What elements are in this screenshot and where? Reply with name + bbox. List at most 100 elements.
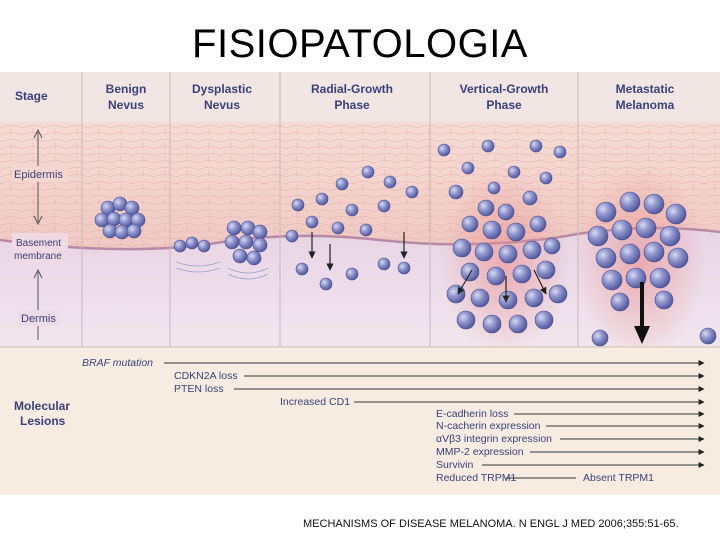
melanocyte-cell bbox=[296, 263, 308, 275]
stage-header-line2: Nevus bbox=[108, 98, 144, 112]
melanocyte-cell bbox=[406, 186, 418, 198]
melanocyte-cell bbox=[554, 146, 566, 158]
melanocyte-cell bbox=[530, 140, 542, 152]
melanocyte-cell bbox=[596, 202, 616, 222]
melanocyte-cell bbox=[186, 237, 198, 249]
slide-title: FISIOPATOLOGIA bbox=[0, 22, 720, 67]
molecular-lesions-heading-line1: Molecular bbox=[14, 399, 70, 413]
melanocyte-cell bbox=[438, 144, 450, 156]
melanocyte-cell bbox=[612, 220, 632, 240]
melanocyte-cell bbox=[360, 224, 372, 236]
melanocyte-cell bbox=[507, 223, 525, 241]
melanocyte-cell bbox=[668, 248, 688, 268]
melanocyte-cell bbox=[362, 166, 374, 178]
melanocyte-cell bbox=[247, 251, 261, 265]
melanocyte-cell bbox=[253, 238, 267, 252]
melanoma-progression-figure: Stage Benign Nevus Dysplastic Nevus Radi… bbox=[0, 72, 720, 495]
melanocyte-cell bbox=[346, 204, 358, 216]
stage-header-line1: Benign bbox=[106, 82, 147, 96]
lesion-label: E-cadherin loss bbox=[436, 408, 508, 420]
lesion-label: Increased CD1 bbox=[280, 396, 350, 408]
melanocyte-cell bbox=[700, 328, 716, 344]
melanocyte-cell bbox=[346, 268, 358, 280]
melanocyte-cell bbox=[457, 311, 475, 329]
stage-header-line2: Melanoma bbox=[616, 98, 675, 112]
melanocyte-cell bbox=[644, 242, 664, 262]
melanocyte-cell bbox=[499, 245, 517, 263]
melanocyte-cell bbox=[225, 235, 239, 249]
stage-header-line1: Vertical-Growth bbox=[460, 82, 549, 96]
melanocyte-cell bbox=[475, 243, 493, 261]
melanocyte-cell bbox=[620, 244, 640, 264]
melanocyte-cell bbox=[487, 267, 505, 285]
melanocyte-cell bbox=[636, 218, 656, 238]
stage-header-line1: Radial-Growth bbox=[311, 82, 393, 96]
melanocyte-cell bbox=[483, 221, 501, 239]
lesion-label: CDKN2A loss bbox=[174, 370, 238, 382]
melanocyte-cell bbox=[523, 241, 541, 259]
melanocyte-cell bbox=[253, 225, 267, 239]
melanocyte-cell bbox=[461, 263, 479, 281]
molecular-lesions-heading-line2: Lesions bbox=[20, 414, 66, 428]
melanocyte-cell bbox=[611, 293, 629, 311]
melanocyte-cell bbox=[523, 191, 537, 205]
lesion-label: Reduced TRPM1 bbox=[436, 472, 517, 484]
melanocyte-cell bbox=[306, 216, 318, 228]
melanocyte-cell bbox=[498, 204, 514, 220]
melanocyte-cell bbox=[320, 278, 332, 290]
melanocyte-cell bbox=[336, 178, 348, 190]
stage-header-band bbox=[0, 72, 720, 122]
melanocyte-cell bbox=[537, 261, 555, 279]
melanocyte-cell bbox=[488, 182, 500, 194]
basement-label-line2: membrane bbox=[14, 251, 62, 262]
melanocyte-cell bbox=[227, 221, 241, 235]
melanocyte-cell bbox=[198, 240, 210, 252]
melanocyte-cell bbox=[602, 270, 622, 290]
melanocyte-cell bbox=[525, 289, 543, 307]
melanocyte-cell bbox=[644, 194, 664, 214]
melanocyte-cell bbox=[483, 315, 501, 333]
melanocyte-cell bbox=[513, 265, 531, 283]
melanocyte-cell bbox=[592, 330, 608, 346]
lesion-label: Absent TRPM1 bbox=[583, 472, 654, 484]
melanocyte-cell bbox=[650, 268, 670, 288]
melanocyte-cell bbox=[292, 199, 304, 211]
melanocyte-cell bbox=[596, 248, 616, 268]
melanocyte-cell bbox=[233, 249, 247, 263]
stage-header-line1: Dysplastic bbox=[192, 82, 252, 96]
dermis-label: Dermis bbox=[21, 313, 56, 325]
melanocyte-cell bbox=[660, 226, 680, 246]
melanocyte-cell bbox=[332, 222, 344, 234]
lesion-label: BRAF mutation bbox=[82, 357, 153, 369]
melanocyte-cell bbox=[378, 200, 390, 212]
melanocyte-cell bbox=[509, 315, 527, 333]
lesion-label: PTEN loss bbox=[174, 383, 224, 395]
melanocyte-cell bbox=[544, 238, 560, 254]
melanocyte-cell bbox=[549, 285, 567, 303]
melanocyte-cell bbox=[540, 172, 552, 184]
melanocyte-cell bbox=[588, 226, 608, 246]
stage-header-line1: Metastatic bbox=[616, 82, 675, 96]
melanocyte-cell bbox=[378, 258, 390, 270]
epidermis-label: Epidermis bbox=[14, 169, 63, 181]
melanocyte-cell bbox=[453, 239, 471, 257]
figure-caption: MECHANISMS OF DISEASE MELANOMA. N ENGL J… bbox=[303, 518, 679, 530]
melanocyte-cell bbox=[449, 185, 463, 199]
stage-header-line2: Phase bbox=[486, 98, 522, 112]
melanocyte-cell bbox=[471, 289, 489, 307]
melanocyte-cell bbox=[462, 162, 474, 174]
lesion-label: N-cacherin expression bbox=[436, 420, 541, 432]
melanocyte-cell bbox=[174, 240, 186, 252]
melanocyte-cell bbox=[482, 140, 494, 152]
melanocyte-cell bbox=[398, 262, 410, 274]
melanocyte-cell bbox=[535, 311, 553, 329]
melanocyte-cell bbox=[384, 176, 396, 188]
lesion-label: Survivin bbox=[436, 459, 474, 471]
melanocyte-cell bbox=[286, 230, 298, 242]
melanocyte-cell bbox=[530, 216, 546, 232]
stage-header-line2: Phase bbox=[334, 98, 370, 112]
melanocyte-cell bbox=[655, 291, 673, 309]
lesion-label: MMP-2 expression bbox=[436, 446, 524, 458]
stage-label: Stage bbox=[15, 89, 48, 103]
melanocyte-cell bbox=[478, 200, 494, 216]
